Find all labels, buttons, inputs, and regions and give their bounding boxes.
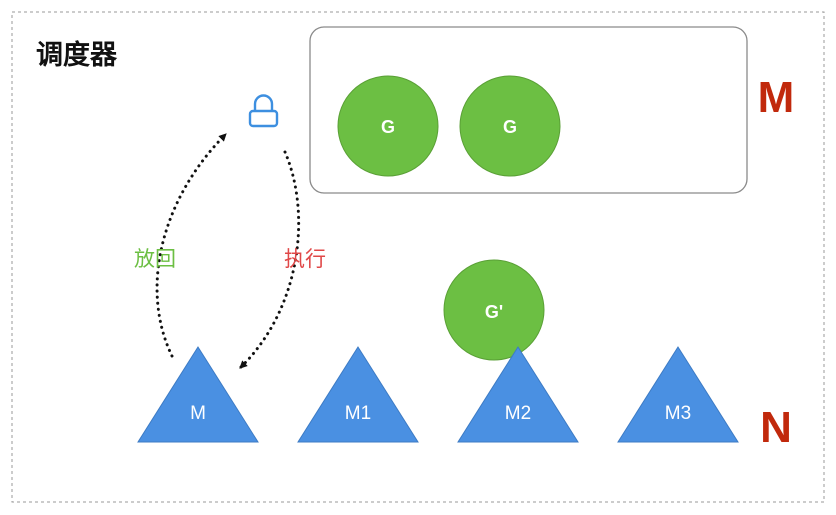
- thread-label: M2: [505, 403, 531, 424]
- put-back-label: 放回: [134, 247, 176, 271]
- thread-triangle: [137, 346, 259, 443]
- goroutine-circle: [459, 75, 561, 177]
- running-goroutine: G': [443, 259, 545, 361]
- global-goroutine: G: [337, 75, 439, 177]
- scheduler-title: 调度器: [36, 39, 118, 71]
- execute-label: 执行: [284, 247, 326, 271]
- global-queue-label: M: [758, 73, 795, 122]
- thread-label: M1: [345, 403, 371, 424]
- put-back-arrow: [155, 132, 228, 358]
- goroutine-label: G: [381, 117, 395, 137]
- thread-m2: M2: [457, 346, 579, 443]
- scheduler-frame: [11, 11, 825, 503]
- goroutine-label: G: [503, 117, 517, 137]
- thread-m3: M3: [617, 346, 739, 443]
- thread-triangle: [617, 346, 739, 443]
- goroutine-label: G': [485, 302, 503, 322]
- threads-label: N: [760, 403, 792, 452]
- goroutine-circle: [337, 75, 439, 177]
- goroutine-circle: [443, 259, 545, 361]
- execute-arrow: [238, 150, 301, 370]
- thread-label: M3: [665, 403, 691, 424]
- thread-triangle: [457, 346, 579, 443]
- thread-triangle: [297, 346, 419, 443]
- thread-m1: M1: [297, 346, 419, 443]
- global-goroutine: G: [459, 75, 561, 177]
- thread-label: M: [190, 403, 206, 424]
- lock-icon: [248, 94, 279, 128]
- thread-m: M: [137, 346, 259, 443]
